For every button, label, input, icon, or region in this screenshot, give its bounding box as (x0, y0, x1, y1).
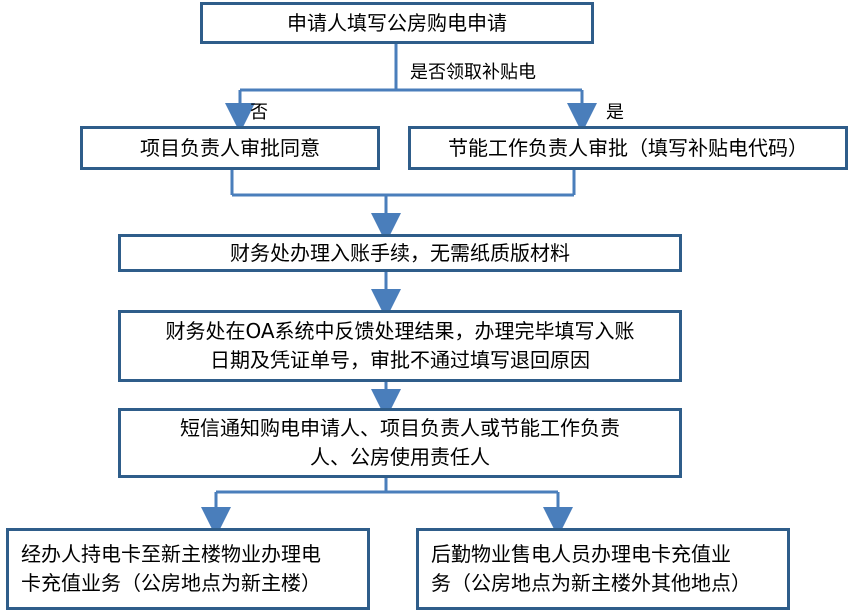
box-final-left: 经办人持电卡至新主楼物业办理电 卡充值业务（公房地点为新主楼） (6, 528, 370, 610)
box-energy-approval: 节能工作负责人审批（填写补贴电代码） (408, 126, 848, 170)
application-text: 申请人填写公房购电申请 (287, 10, 507, 35)
box-project-approval: 项目负责人审批同意 (80, 126, 380, 170)
box-finance-entry: 财务处办理入账手续，无需纸质版材料 (118, 234, 682, 272)
box-application: 申请人填写公房购电申请 (200, 2, 594, 44)
final-left-line2: 卡充值业务（公房地点为新主楼） (21, 571, 321, 595)
box-sms-notify: 短信通知购电申请人、项目负责人或节能工作负责 人、公房使用责任人 (118, 408, 682, 478)
sms-notify-line1: 短信通知购电申请人、项目负责人或节能工作负责 (180, 416, 620, 440)
final-right-line2: 务（公房地点为新主楼外其他地点） (431, 571, 751, 595)
finance-entry-text: 财务处办理入账手续，无需纸质版材料 (230, 240, 570, 265)
project-approval-text: 项目负责人审批同意 (140, 135, 320, 160)
branch-yes-label: 是 (606, 102, 624, 123)
box-oa-feedback: 财务处在OA系统中反馈处理结果，办理完毕填写入账 日期及凭证单号，审批不通过填写… (118, 310, 682, 382)
oa-feedback-line1: 财务处在OA系统中反馈处理结果，办理完毕填写入账 (165, 319, 635, 343)
sms-notify-line2: 人、公房使用责任人 (310, 445, 490, 469)
decision-label: 是否领取补贴电 (410, 62, 536, 83)
box-final-right: 后勤物业售电人员办理电卡充值业 务（公房地点为新主楼外其他地点） (416, 528, 790, 610)
oa-feedback-line2: 日期及凭证单号，审批不通过填写退回原因 (209, 348, 590, 372)
energy-approval-text: 节能工作负责人审批（填写补贴电代码） (448, 135, 808, 160)
final-left-line1: 经办人持电卡至新主楼物业办理电 (21, 542, 321, 566)
branch-no-label: 否 (250, 102, 268, 123)
final-right-line1: 后勤物业售电人员办理电卡充值业 (431, 542, 731, 566)
